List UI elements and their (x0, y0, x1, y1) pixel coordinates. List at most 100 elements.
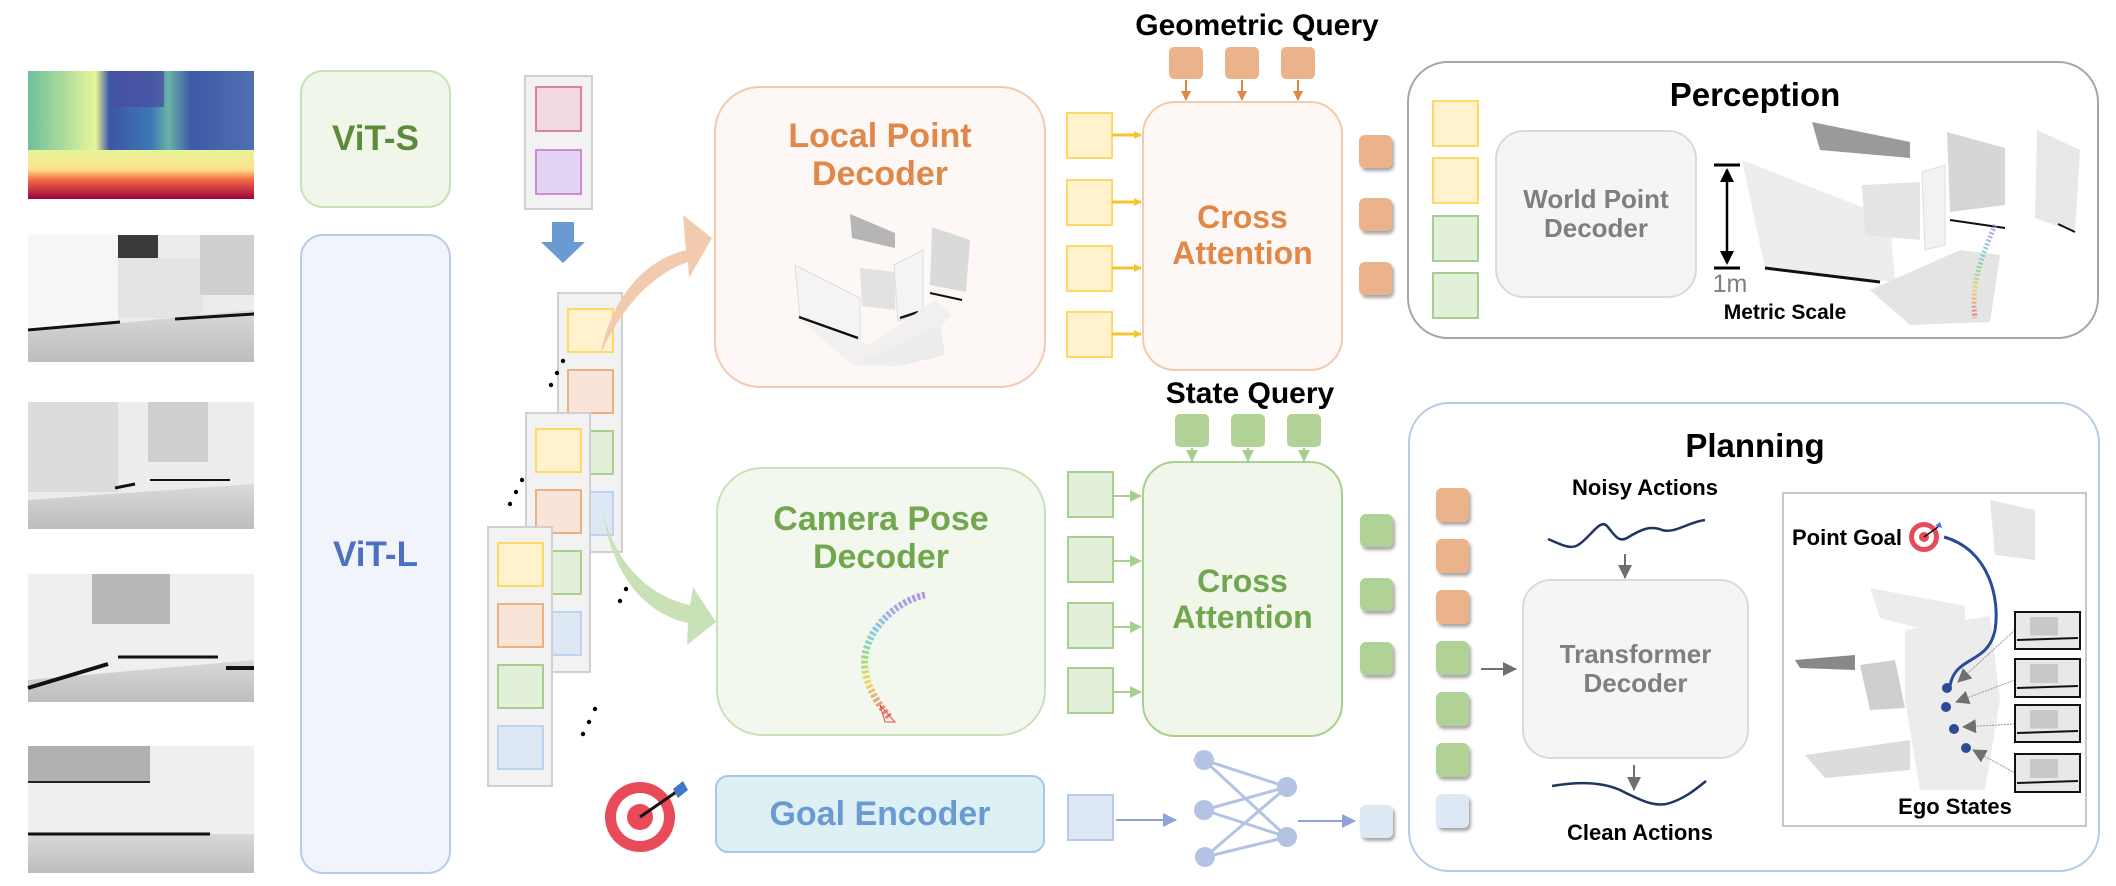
geometric-output-token (1359, 198, 1392, 231)
geometric-cross-attention-block (1142, 101, 1343, 371)
perception-title: Perception (1669, 75, 1841, 113)
ellipsis-dots (507, 358, 629, 737)
point-feature-token (1066, 179, 1113, 226)
planning-input-token (1436, 794, 1469, 828)
goal-output-token (1360, 805, 1393, 838)
local-point-cloud-render (794, 214, 970, 366)
feature-token (535, 489, 582, 534)
input-frame (28, 402, 254, 529)
clean-actions-curve (1551, 780, 1707, 806)
geometric-query-token (1281, 47, 1315, 79)
perception-input-token (1432, 157, 1479, 204)
input-frame (27, 235, 255, 362)
planned-path (1943, 535, 1998, 687)
planning-input-token (1436, 641, 1469, 675)
cross-attention-line2: Attention (1172, 235, 1313, 271)
perception-input-token (1432, 215, 1479, 262)
vit-l-block (300, 234, 451, 874)
cross-attention-line2: Attention (1172, 599, 1313, 635)
transformer-decoder-block (1522, 579, 1749, 759)
world-point-cloud-render (1742, 122, 2080, 325)
point-goal-label: Point Goal (1792, 524, 1902, 550)
state-output-token (1360, 514, 1393, 547)
vit-l-label: ViT-L (333, 535, 418, 575)
feature-token-stack (487, 526, 553, 787)
camera-pose-decoder-block (716, 467, 1046, 736)
state-output-token (1360, 578, 1393, 611)
camera-pose-decoder-line1: Camera Pose (773, 499, 989, 538)
point-goal-icon (1909, 522, 1942, 552)
world-point-decoder-line1: World Point (1523, 183, 1669, 214)
camera-pose-decoder-title: Camera Pose Decoder (717, 495, 1045, 581)
transformer-decoder-label: Transformer Decoder (1523, 580, 1748, 758)
ego-state-thumbnail (2014, 611, 2081, 650)
navigation-map-render (1795, 500, 2035, 790)
camera-trajectory-render (861, 591, 926, 721)
metric-scale-bar (1714, 163, 1740, 270)
vit-s-block (300, 70, 451, 208)
planning-input-token (1436, 488, 1469, 522)
cross-attention-line1: Cross (1197, 563, 1288, 600)
ego-states-label: Ego States (1898, 793, 2012, 819)
noisy-actions-curve (1547, 518, 1706, 549)
point-feature-token (1066, 311, 1113, 358)
perception-input-token (1432, 272, 1479, 319)
geometric-query-token (1225, 47, 1259, 79)
local-point-decoder-line1: Local Point (788, 116, 972, 155)
local-point-decoder-line2: Decoder (811, 155, 949, 193)
transformer-decoder-line2: Decoder (1583, 668, 1688, 698)
goal-encoder-block (715, 775, 1045, 853)
ego-state-markers (1941, 683, 1971, 753)
ego-state-thumbnail (2014, 704, 2081, 743)
vit-s-label: ViT-S (332, 119, 419, 159)
geometric-query-token (1169, 47, 1203, 79)
pose-feature-token (1067, 471, 1114, 518)
planning-title: Planning (1685, 426, 1825, 464)
planning-input-token (1436, 590, 1469, 624)
geometric-cross-attention-label: Cross Attention (1143, 196, 1342, 276)
target-icon (605, 781, 688, 852)
ego-state-thumbnail (2014, 753, 2081, 793)
feature-token (497, 542, 544, 587)
state-output-token (1360, 642, 1393, 675)
local-point-decoder-title: Local Point Decoder (715, 112, 1045, 198)
ego-state-pointers (1955, 629, 2016, 774)
scale-value-label: 1m (1712, 270, 1748, 298)
geometric-query-label: Geometric Query (1135, 9, 1379, 43)
geometric-output-token (1359, 135, 1392, 168)
feature-token (497, 603, 544, 648)
state-cross-attention-label: Cross Attention (1143, 560, 1342, 640)
state-cross-attention-block (1142, 461, 1343, 737)
camera-pose-decoder-line2: Decoder (812, 538, 950, 576)
feature-token (535, 428, 582, 473)
pose-feature-token (1067, 602, 1114, 649)
noisy-actions-label: Noisy Actions (1572, 474, 1718, 500)
feature-token (567, 308, 614, 353)
state-query-token (1175, 414, 1209, 447)
feature-token (497, 725, 544, 770)
transformer-decoder-line1: Transformer (1559, 638, 1712, 669)
cross-attention-line1: Cross (1197, 199, 1288, 236)
register-token-stack (524, 75, 593, 210)
state-query-token (1231, 414, 1265, 447)
planning-input-token (1436, 539, 1469, 573)
state-query-token (1287, 414, 1321, 447)
goal-encoder-label: Goal Encoder (769, 794, 991, 833)
mlp-network-icon (1194, 750, 1297, 867)
goal-feature-token (1067, 794, 1114, 841)
point-feature-token (1066, 245, 1113, 292)
geometric-output-token (1359, 262, 1392, 295)
world-point-decoder-line2: Decoder (1543, 213, 1649, 243)
pose-feature-token (1067, 667, 1114, 714)
world-point-decoder-label: World Point Decoder (1496, 131, 1696, 297)
perception-input-token (1432, 100, 1479, 147)
point-feature-token (1066, 112, 1113, 159)
clean-actions-label: Clean Actions (1567, 819, 1713, 845)
curved-arrow-to-camera-pose (603, 513, 716, 645)
down-arrow-icon (541, 222, 585, 263)
pose-feature-token (1067, 536, 1114, 583)
feature-token (497, 664, 544, 709)
input-frame (28, 746, 254, 873)
planning-input-token (1436, 743, 1469, 777)
planning-input-token (1436, 692, 1469, 726)
